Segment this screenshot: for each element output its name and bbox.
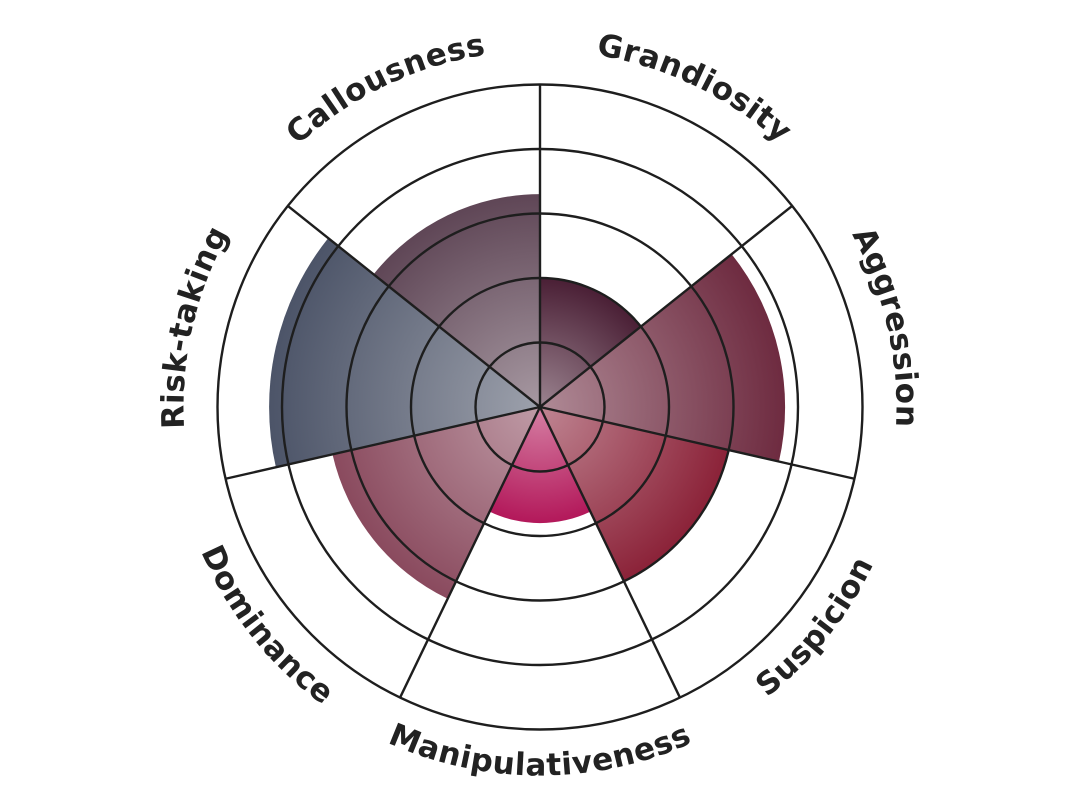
sector-grandiosity (540, 278, 641, 407)
grid-spoke-6 (225, 405, 541, 480)
grid-group (216, 83, 864, 731)
grid-spoke-4 (538, 406, 682, 699)
category-label-aggression: Aggression (845, 221, 925, 428)
category-label-risk-taking: Risk-taking (155, 220, 235, 429)
category-label-callousness: Callousness (279, 27, 487, 151)
category-label-grandiosity: Grandiosity (594, 27, 798, 150)
sector-callousness (373, 194, 540, 407)
grid-spoke-3 (539, 405, 855, 480)
sector-risk-taking (269, 238, 540, 468)
grid-spoke-5 (398, 406, 542, 699)
grid-spoke-2 (539, 204, 793, 408)
sector-manipulativeness (489, 407, 591, 524)
sector-aggression (540, 254, 786, 462)
sector-dominance (332, 407, 540, 599)
category-label-manipulativeness: Manipulativeness (384, 717, 696, 784)
grid-spoke-7 (287, 204, 541, 408)
category-label-dominance: Dominance (194, 540, 341, 712)
